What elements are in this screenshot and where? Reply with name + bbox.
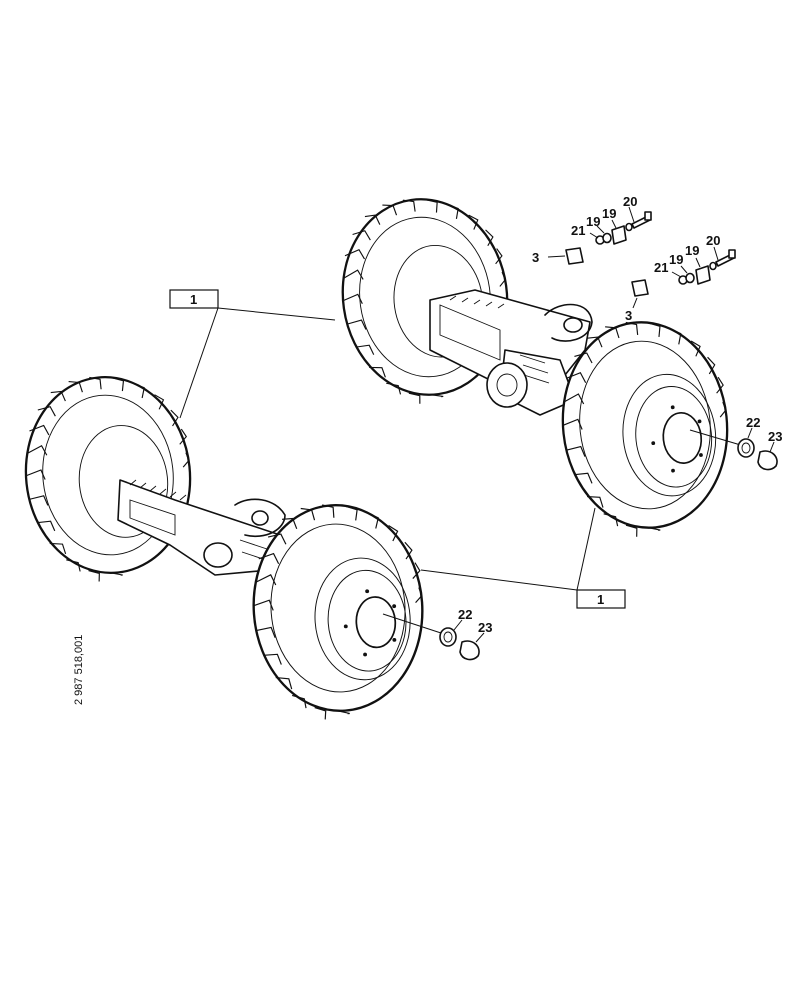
svg-text:1: 1 xyxy=(190,292,197,307)
plate-part-left: 3 xyxy=(532,247,584,265)
callout-washer-b1: 21 xyxy=(654,260,668,275)
callout-washer-a1: 21 xyxy=(571,223,585,238)
callout-cap-bottom: 23 xyxy=(478,620,492,635)
callout-washer-a2: 19 xyxy=(586,214,600,229)
callout-clamp-a: 19 xyxy=(602,206,616,221)
hub-parts-bottom: 22 23 xyxy=(382,607,492,661)
fastener-set-lower: 21 19 19 20 xyxy=(654,233,736,285)
callout-washer-b2: 19 xyxy=(669,252,683,267)
callout-cap-right: 23 xyxy=(768,429,782,444)
callout-clamp-b: 19 xyxy=(685,243,699,258)
callout-nut-right: 22 xyxy=(746,415,760,430)
rear-axle-assembly xyxy=(328,186,740,545)
callout-plate-right: 3 xyxy=(625,308,632,323)
assembly-callout-top: 1 xyxy=(169,289,336,419)
rear-right-tire xyxy=(551,311,740,545)
callout-bolt-a: 20 xyxy=(623,194,637,209)
callout-bolt-b: 20 xyxy=(706,233,720,248)
fastener-set-upper: 21 19 19 20 xyxy=(571,194,652,245)
rear-axle-housing xyxy=(429,289,593,416)
front-axle-assembly xyxy=(15,366,431,726)
svg-text:1: 1 xyxy=(597,592,604,607)
hub-parts-right: 22 23 xyxy=(689,415,782,471)
plate-part-right: 3 xyxy=(625,279,649,323)
front-right-tire xyxy=(245,497,431,726)
callout-nut-bottom: 22 xyxy=(458,607,472,622)
front-left-tire xyxy=(15,366,202,590)
assembly-callout-bottom: 1 xyxy=(420,507,626,609)
drawing-number: 2 987 518,001 xyxy=(73,635,85,705)
callout-plate-left: 3 xyxy=(532,250,539,265)
